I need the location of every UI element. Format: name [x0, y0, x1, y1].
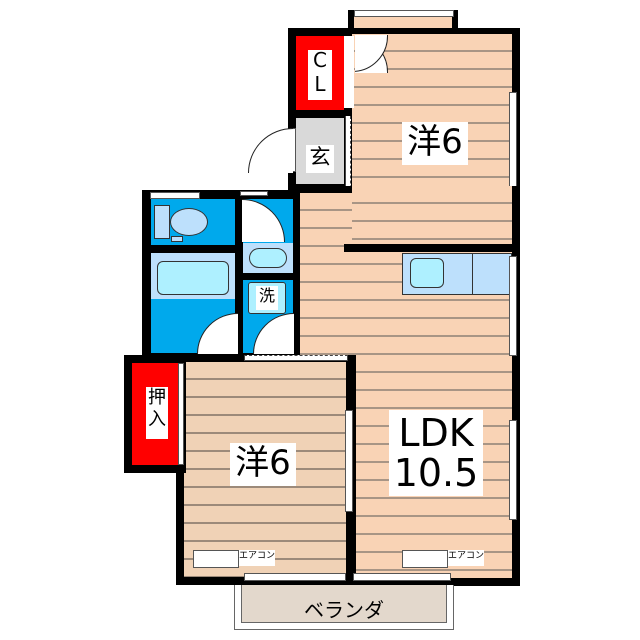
kitchen-stove-area	[472, 253, 512, 295]
window	[353, 573, 451, 581]
ldk-label-line2: 10.5	[393, 451, 479, 495]
entrance-label: 玄	[306, 145, 334, 173]
wall	[344, 244, 520, 252]
toilet-bowl-icon	[170, 208, 208, 236]
closet-label-line2: L	[314, 72, 326, 96]
western-room-north-label: 洋6	[402, 122, 468, 165]
sink-icon	[249, 248, 287, 268]
entrance-divider	[345, 116, 351, 248]
veranda	[241, 585, 447, 623]
ac-unit-right	[402, 550, 448, 568]
ldk-label-line1: LDK	[398, 411, 474, 455]
window	[509, 256, 517, 356]
closet-label-line1: C	[313, 48, 327, 72]
wall	[243, 273, 293, 280]
sliding-door[interactable]	[244, 355, 348, 361]
window	[509, 92, 517, 192]
kitchen-sink-icon	[410, 258, 444, 288]
closet-door-area	[344, 36, 354, 108]
ac-unit-left	[193, 550, 239, 568]
window	[354, 10, 454, 17]
closet-label: C L	[308, 50, 332, 100]
oshiire-door[interactable]	[178, 363, 184, 465]
washroom-label: 洗	[256, 286, 278, 310]
veranda-label: ベランダ	[304, 598, 384, 622]
bathtub-icon	[157, 261, 229, 295]
window	[345, 410, 353, 512]
western-room-south-label: 洋6	[230, 443, 296, 486]
toilet-tank	[154, 205, 170, 239]
oshiire-label-line2: 入	[148, 409, 166, 430]
window	[244, 573, 346, 581]
ac-label-right: エアコン	[448, 550, 484, 566]
window	[150, 192, 200, 199]
ac-label-left: エアコン	[239, 550, 275, 566]
western-room-north-floor-lower	[352, 186, 512, 244]
toilet-base	[171, 236, 183, 242]
oshiire-label: 押 入	[146, 387, 168, 439]
hall-window	[240, 191, 268, 196]
window	[509, 420, 517, 520]
oshiire-label-line1: 押	[148, 387, 166, 408]
ldk-label: LDK 10.5	[389, 410, 483, 496]
